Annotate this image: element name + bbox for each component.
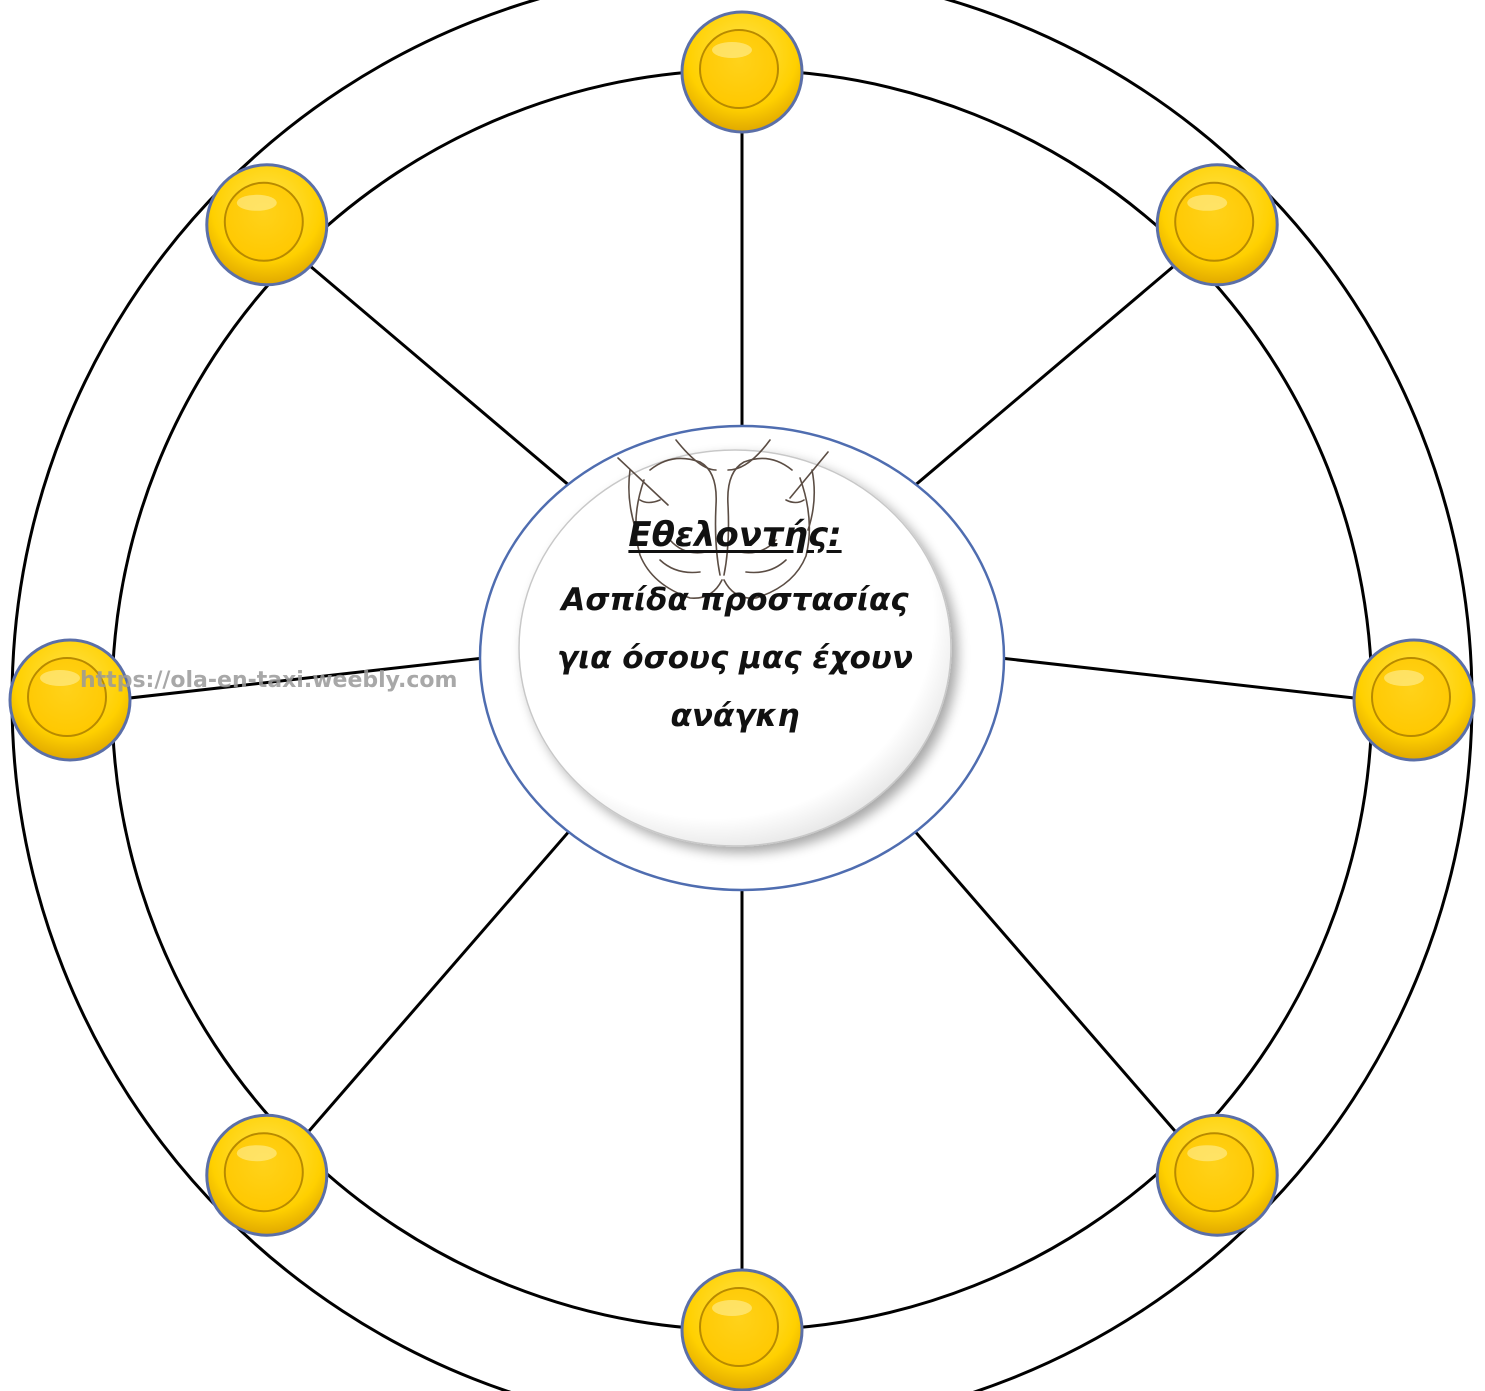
button-bottom[interactable] (682, 1270, 802, 1390)
watermark-url: https://ola-en-taxi.weebly.com (80, 668, 457, 693)
button-top-left[interactable] (207, 165, 327, 285)
center-label: Εθελοντής: Ασπίδα προστασίας για όσους μ… (555, 505, 915, 745)
button-highlight-left (40, 670, 80, 686)
button-highlight-top (712, 42, 752, 58)
button-highlight-bottom-left (237, 1145, 277, 1161)
button-inner-bottom-left[interactable] (225, 1133, 303, 1211)
button-highlight-top-left (237, 195, 277, 211)
button-highlight-bottom-right (1187, 1145, 1227, 1161)
button-top-right[interactable] (1157, 165, 1277, 285)
button-inner-bottom-right[interactable] (1175, 1133, 1253, 1211)
button-right[interactable] (1354, 640, 1474, 760)
button-inner-top-right[interactable] (1175, 183, 1253, 261)
button-inner-top-left[interactable] (225, 183, 303, 261)
button-inner-bottom[interactable] (700, 1288, 778, 1366)
center-title: Εθελοντής: (555, 505, 915, 565)
button-bottom-right[interactable] (1157, 1115, 1277, 1235)
spoke-bottom-left (297, 829, 572, 1146)
button-bottom-left[interactable] (207, 1115, 327, 1235)
spoke-bottom-right (913, 829, 1188, 1146)
center-body: Ασπίδα προστασίας για όσους μας έχουν αν… (555, 571, 915, 745)
spoke-top-left (297, 255, 572, 488)
button-inner-right[interactable] (1372, 658, 1450, 736)
button-left[interactable] (10, 640, 130, 760)
spoke-right (1000, 658, 1372, 700)
button-highlight-top-right (1187, 195, 1227, 211)
button-highlight-bottom (712, 1300, 752, 1316)
button-top[interactable] (682, 12, 802, 132)
button-highlight-right (1384, 670, 1424, 686)
button-inner-top[interactable] (700, 30, 778, 108)
spoke-top-right (913, 255, 1188, 488)
